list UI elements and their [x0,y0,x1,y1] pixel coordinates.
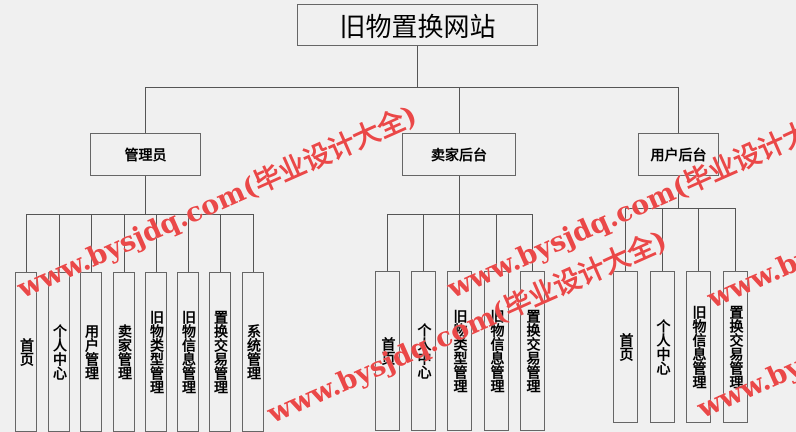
connector-line [387,214,388,271]
leaf-node: 旧物信息管理 [484,271,509,431]
leaf-node: 旧物信息管理 [686,271,711,423]
connector-line [145,87,679,88]
connector-line [459,87,460,133]
connector-line [735,208,736,271]
connector-line [625,208,736,209]
connector-line [156,214,157,272]
leaf-node: 置换交易管理 [209,272,231,432]
connector-line [532,214,533,271]
leaf-node: 用户管理 [80,272,102,432]
leaf-node: 旧物类型管理 [447,271,472,431]
leaf-node: 个人中心 [48,272,70,432]
branch-node: 用户后台 [638,133,719,176]
connector-line [678,87,679,133]
connector-line [124,214,125,272]
leaf-node: 首页 [15,272,37,432]
leaf-node: 系统管理 [242,272,264,432]
leaf-node: 个人中心 [650,271,675,423]
connector-line [188,214,189,272]
connector-line [145,176,146,214]
connector-line [662,208,663,271]
connector-line [698,208,699,271]
connector-line [220,214,221,272]
leaf-node: 个人中心 [411,271,436,431]
leaf-node: 置换交易管理 [520,271,545,431]
connector-line [496,214,497,271]
connector-line [459,214,460,271]
connector-line [253,214,254,272]
connector-line [459,176,460,214]
connector-line [145,87,146,133]
leaf-node: 置换交易管理 [723,271,748,423]
branch-node: 卖家后台 [402,133,516,176]
connector-line [417,46,418,87]
leaf-node: 卖家管理 [113,272,135,432]
connector-line [678,176,679,208]
connector-line [625,208,626,271]
connector-line [59,214,60,272]
leaf-node: 旧物信息管理 [177,272,199,432]
connector-line [91,214,92,272]
leaf-node: 旧物类型管理 [145,272,167,432]
connector-line [423,214,424,271]
connector-line [26,214,27,272]
leaf-node: 首页 [375,271,400,431]
connector-line [26,214,254,215]
branch-node: 管理员 [90,133,201,176]
connector-line [387,214,533,215]
leaf-node: 首页 [613,271,638,423]
root-node: 旧物置换网站 [297,4,538,46]
